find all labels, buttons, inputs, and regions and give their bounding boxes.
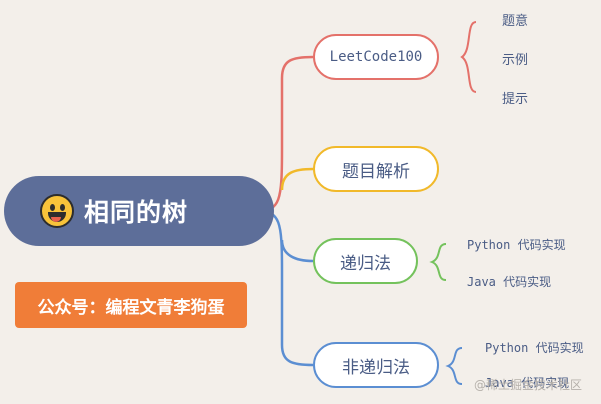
root-node[interactable]: 相同的树 [4,176,274,246]
watermark: @稀土掘金技术社区 [474,378,583,392]
connector-root-to-recursion [280,239,314,263]
brace-non-recursion [445,347,463,385]
leaf-non-recursion-java[interactable]: Java 代码实现 [485,376,570,390]
node-non-recursion[interactable]: 非递归法 [313,342,439,388]
leaf-hints[interactable]: 提示 [502,92,529,107]
connector-root-to-upper [257,55,314,213]
node-recursion[interactable]: 递归法 [313,238,418,284]
node-problem-analysis[interactable]: 题目解析 [313,146,439,192]
root-title: 相同的树 [84,198,189,227]
wechat-account-badge: 公众号：编程文青李狗蛋 [15,282,247,328]
connector-root-to-lower [257,209,314,367]
leaf-examples[interactable]: 示例 [502,53,529,68]
grinning-tongue-emoji-icon [40,194,74,228]
leaf-recursion-java[interactable]: Java 代码实现 [467,275,552,289]
leaf-recursion-python[interactable]: Python 代码实现 [467,238,566,252]
leaf-problem-meaning[interactable]: 题意 [502,14,529,29]
brace-recursion [429,243,447,281]
brace-leetcode [460,21,477,93]
node-leetcode100[interactable]: LeetCode100 [313,34,439,80]
leaf-non-recursion-python[interactable]: Python 代码实现 [485,341,584,355]
connector-root-to-analysis [280,167,314,191]
